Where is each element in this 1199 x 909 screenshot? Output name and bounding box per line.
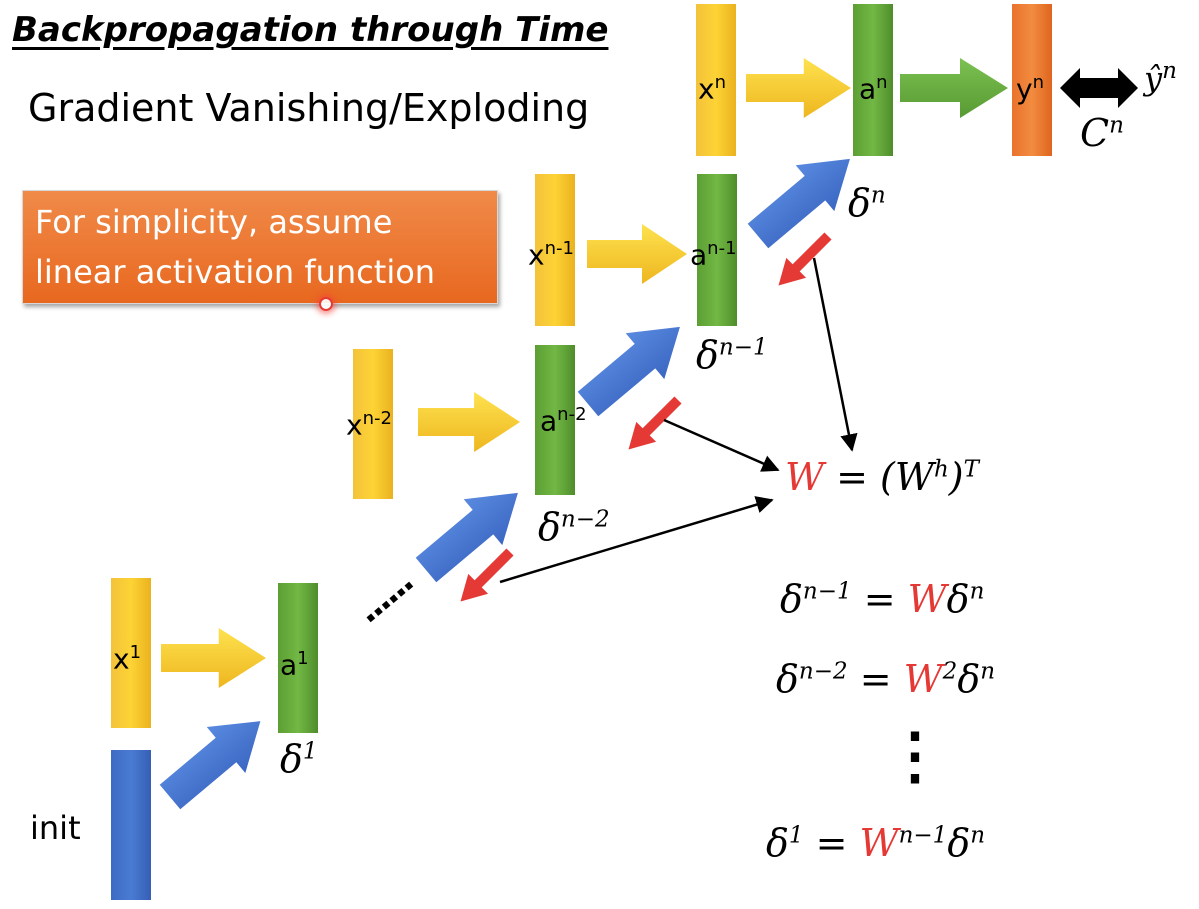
equation-delta-1: δ1 = Wn−1δn — [766, 821, 986, 865]
input-bar-xn-1 — [535, 174, 575, 326]
recurrent-arrow-init — [159, 721, 261, 810]
w-definition: W = (Wh)T — [785, 455, 979, 499]
label-an-2: an-2 — [540, 404, 587, 438]
callout-line-1: For simplicity, assume — [35, 203, 393, 241]
label-init: init — [30, 809, 81, 847]
input-bar-xn-2 — [353, 349, 393, 499]
hidden-bar-an — [853, 4, 893, 156]
label-an: an — [859, 72, 888, 106]
assumption-callout: For simplicity, assume linear activation… — [22, 190, 498, 304]
label-yn: yn — [1016, 72, 1044, 106]
backprop-arrow-n-1 — [628, 396, 682, 450]
hidden-bar-an-2 — [535, 345, 575, 495]
slide-subtitle: Gradient Vanishing/Exploding — [28, 86, 590, 130]
label-xn-2: xn-2 — [346, 408, 392, 442]
label-a1: a1 — [280, 648, 309, 682]
pointer-line-3 — [499, 496, 774, 584]
recurrent-arrow-n-2 — [577, 326, 680, 417]
backprop-arrow-n — [778, 232, 832, 286]
hidden-bar-a1 — [278, 583, 318, 733]
recurrent-arrow-dots — [415, 492, 518, 583]
equation-delta-n-1: δn−1 = Wδn — [780, 577, 985, 621]
delta-1: δ1 — [280, 737, 318, 781]
input-arrow-n-2 — [418, 392, 520, 452]
pointer-cursor-icon — [319, 297, 333, 311]
input-arrow-n-1 — [587, 224, 687, 284]
delta-n-1: δn−1 — [696, 333, 768, 377]
backprop-arrow-n-2 — [460, 548, 514, 602]
recurrent-arrow-n-1 — [747, 158, 850, 249]
output-arrow — [900, 58, 1008, 118]
compare-double-arrow — [1060, 68, 1138, 108]
delta-n-2: δn−2 — [538, 505, 610, 549]
label-x1: x1 — [113, 642, 142, 676]
output-bar-yn — [1012, 4, 1052, 156]
delta-n: δn — [848, 181, 886, 225]
equation-vertical-dots: ⋮ — [884, 719, 946, 792]
label-an-1: an-1 — [690, 238, 737, 272]
input-arrow-1 — [161, 628, 266, 688]
input-bar-x1 — [111, 578, 151, 728]
pointer-line-2 — [663, 418, 780, 472]
pointer-line-1 — [812, 257, 858, 452]
callout-line-2: linear activation function — [35, 253, 436, 291]
label-xn-1: xn-1 — [528, 238, 574, 272]
equation-delta-n-2: δn−2 = W2δn — [776, 657, 996, 701]
yhat-n: ŷn — [1144, 58, 1177, 98]
init-bar — [111, 750, 151, 900]
input-bar-xn — [696, 4, 736, 156]
label-xn: xn — [698, 72, 726, 106]
input-arrow-n — [746, 58, 851, 118]
hidden-bar-an-1 — [697, 174, 737, 326]
slide-title: Backpropagation through Time — [12, 10, 609, 50]
cost-n: Cn — [1080, 111, 1124, 155]
